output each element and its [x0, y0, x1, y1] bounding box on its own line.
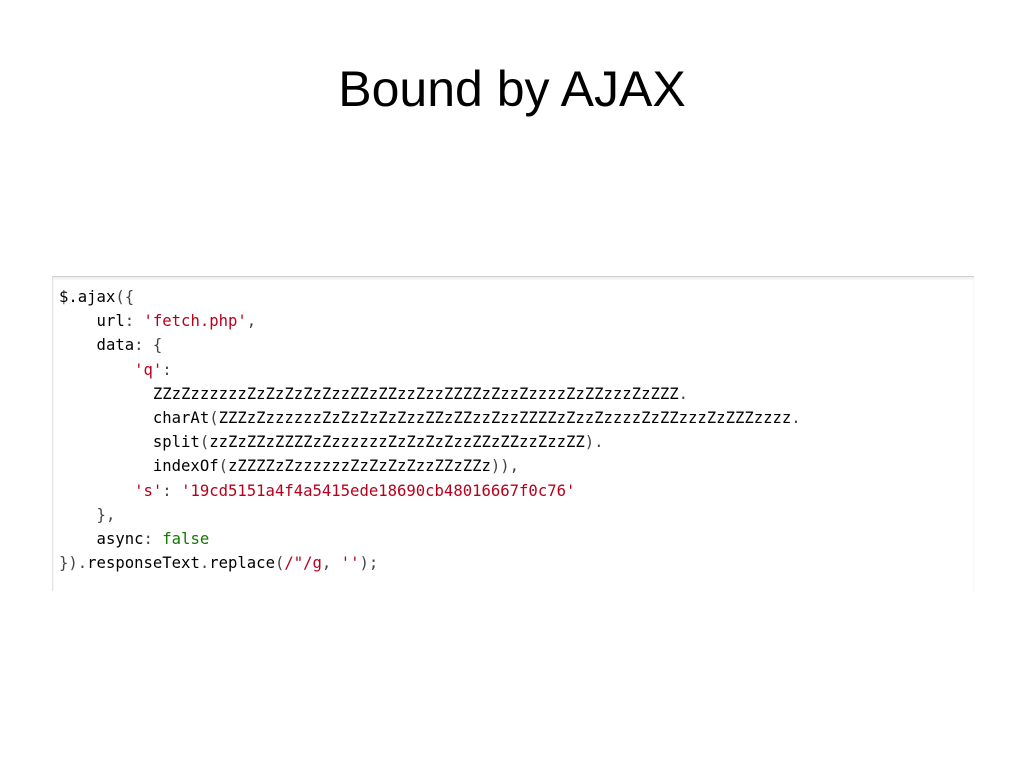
code-token-punct: : [162, 481, 182, 500]
code-token-punct: , [321, 554, 341, 573]
code-token-plain: url [59, 312, 125, 331]
code-token-punct: ). [584, 433, 604, 452]
code-token-punct: . [77, 554, 88, 573]
code-token-punct: )), [490, 457, 520, 476]
code-token-string: '' [340, 554, 360, 573]
code-line: $.ajax({ [59, 285, 974, 309]
code-token-plain: charAt [59, 408, 210, 427]
code-line: }).responseText.replace(/"/g, ''); [59, 551, 974, 575]
code-token-punct: , [246, 312, 257, 331]
code-token-plain: indexOf [59, 457, 219, 476]
code-token-punct: . [791, 408, 801, 427]
code-token-plain: split [59, 433, 200, 452]
code-token-keyword: false [162, 529, 210, 548]
code-line: split(zzZzZZzZZZZzZzzzzzzZzZzZzZzzZZzZZz… [59, 430, 974, 454]
code-token-punct: ); [359, 554, 379, 573]
code-token-punct: ( [209, 408, 219, 427]
code-token-string: 'fetch.php' [143, 312, 247, 331]
code-line: async: false [59, 527, 974, 551]
code-line: }, [59, 503, 974, 527]
code-token-punct: : [124, 312, 144, 331]
code-screenshot: $.ajax({ url: 'fetch.php', data: { 'q' : … [52, 276, 974, 591]
code-token-punct: }) [59, 554, 78, 573]
code-token-plain: $.ajax [59, 288, 116, 306]
code-token-punct: . [678, 384, 689, 403]
code-token-plain: data [59, 336, 135, 355]
code-token-string: 'q' [134, 360, 163, 379]
code-token-punct: }, [59, 505, 116, 524]
code-token-string: /"/g [284, 554, 322, 573]
code-token-string: '19cd5151a4f4a5415ede18690cb48016667f0c7… [181, 481, 576, 500]
code-token-plain [59, 482, 134, 500]
code-token-punct: ({ [115, 288, 135, 306]
code-token-punct: : [162, 360, 172, 379]
code-token-string: 's' [134, 481, 163, 500]
slide-title: Bound by AJAX [338, 61, 686, 117]
code-token-punct: : { [134, 336, 163, 355]
code-line: indexOf(zZZZZzZzzzzzzZzZzZzZzzZZzZZz)), [59, 454, 974, 478]
code-line: ZZzZzzzzzzZzZzZzZzZzzZZzZZzzZzzZZZZzZzzZ… [59, 382, 974, 406]
code-line: 's': '19cd5151a4f4a5415ede18690cb4801666… [59, 479, 974, 503]
code-token-plain: ZZZzZzzzzzzZzZzZzZzZzzZZzZZzzZzzZZZZzZzz… [218, 408, 792, 427]
code-token-punct: : [143, 529, 163, 548]
code-line: 'q': [59, 358, 974, 382]
code-token-plain: replace [209, 554, 275, 573]
code-token-punct: ( [199, 433, 210, 452]
code-line: data: { [59, 333, 974, 357]
code-token-punct: ( [274, 554, 285, 573]
code-token-plain: responseText [87, 554, 200, 573]
code-line: charAt(ZZZzZzzzzzzZzZzZzZzZzzZZzZZzzZzzZ… [59, 406, 974, 430]
code-token-punct: . [199, 554, 210, 573]
code-token-plain: async [59, 529, 144, 548]
code-token-plain: zZZZZzZzzzzzzZzZzZzZzzZZzZZz [228, 457, 491, 476]
code-block: $.ajax({ url: 'fetch.php', data: { 'q' : … [53, 277, 974, 575]
code-token-punct: ( [218, 457, 228, 476]
code-token-plain [59, 361, 134, 379]
code-token-plain: zzZzZZzZZZZzZzzzzzzZzZzZzZzzZZzZZzzZzzZZ [209, 433, 585, 452]
code-line: url: 'fetch.php', [59, 309, 974, 333]
code-token-plain: ZZzZzzzzzzZzZzZzZzZzzZZzZZzzZzzZZZZzZzzZ… [59, 384, 679, 403]
